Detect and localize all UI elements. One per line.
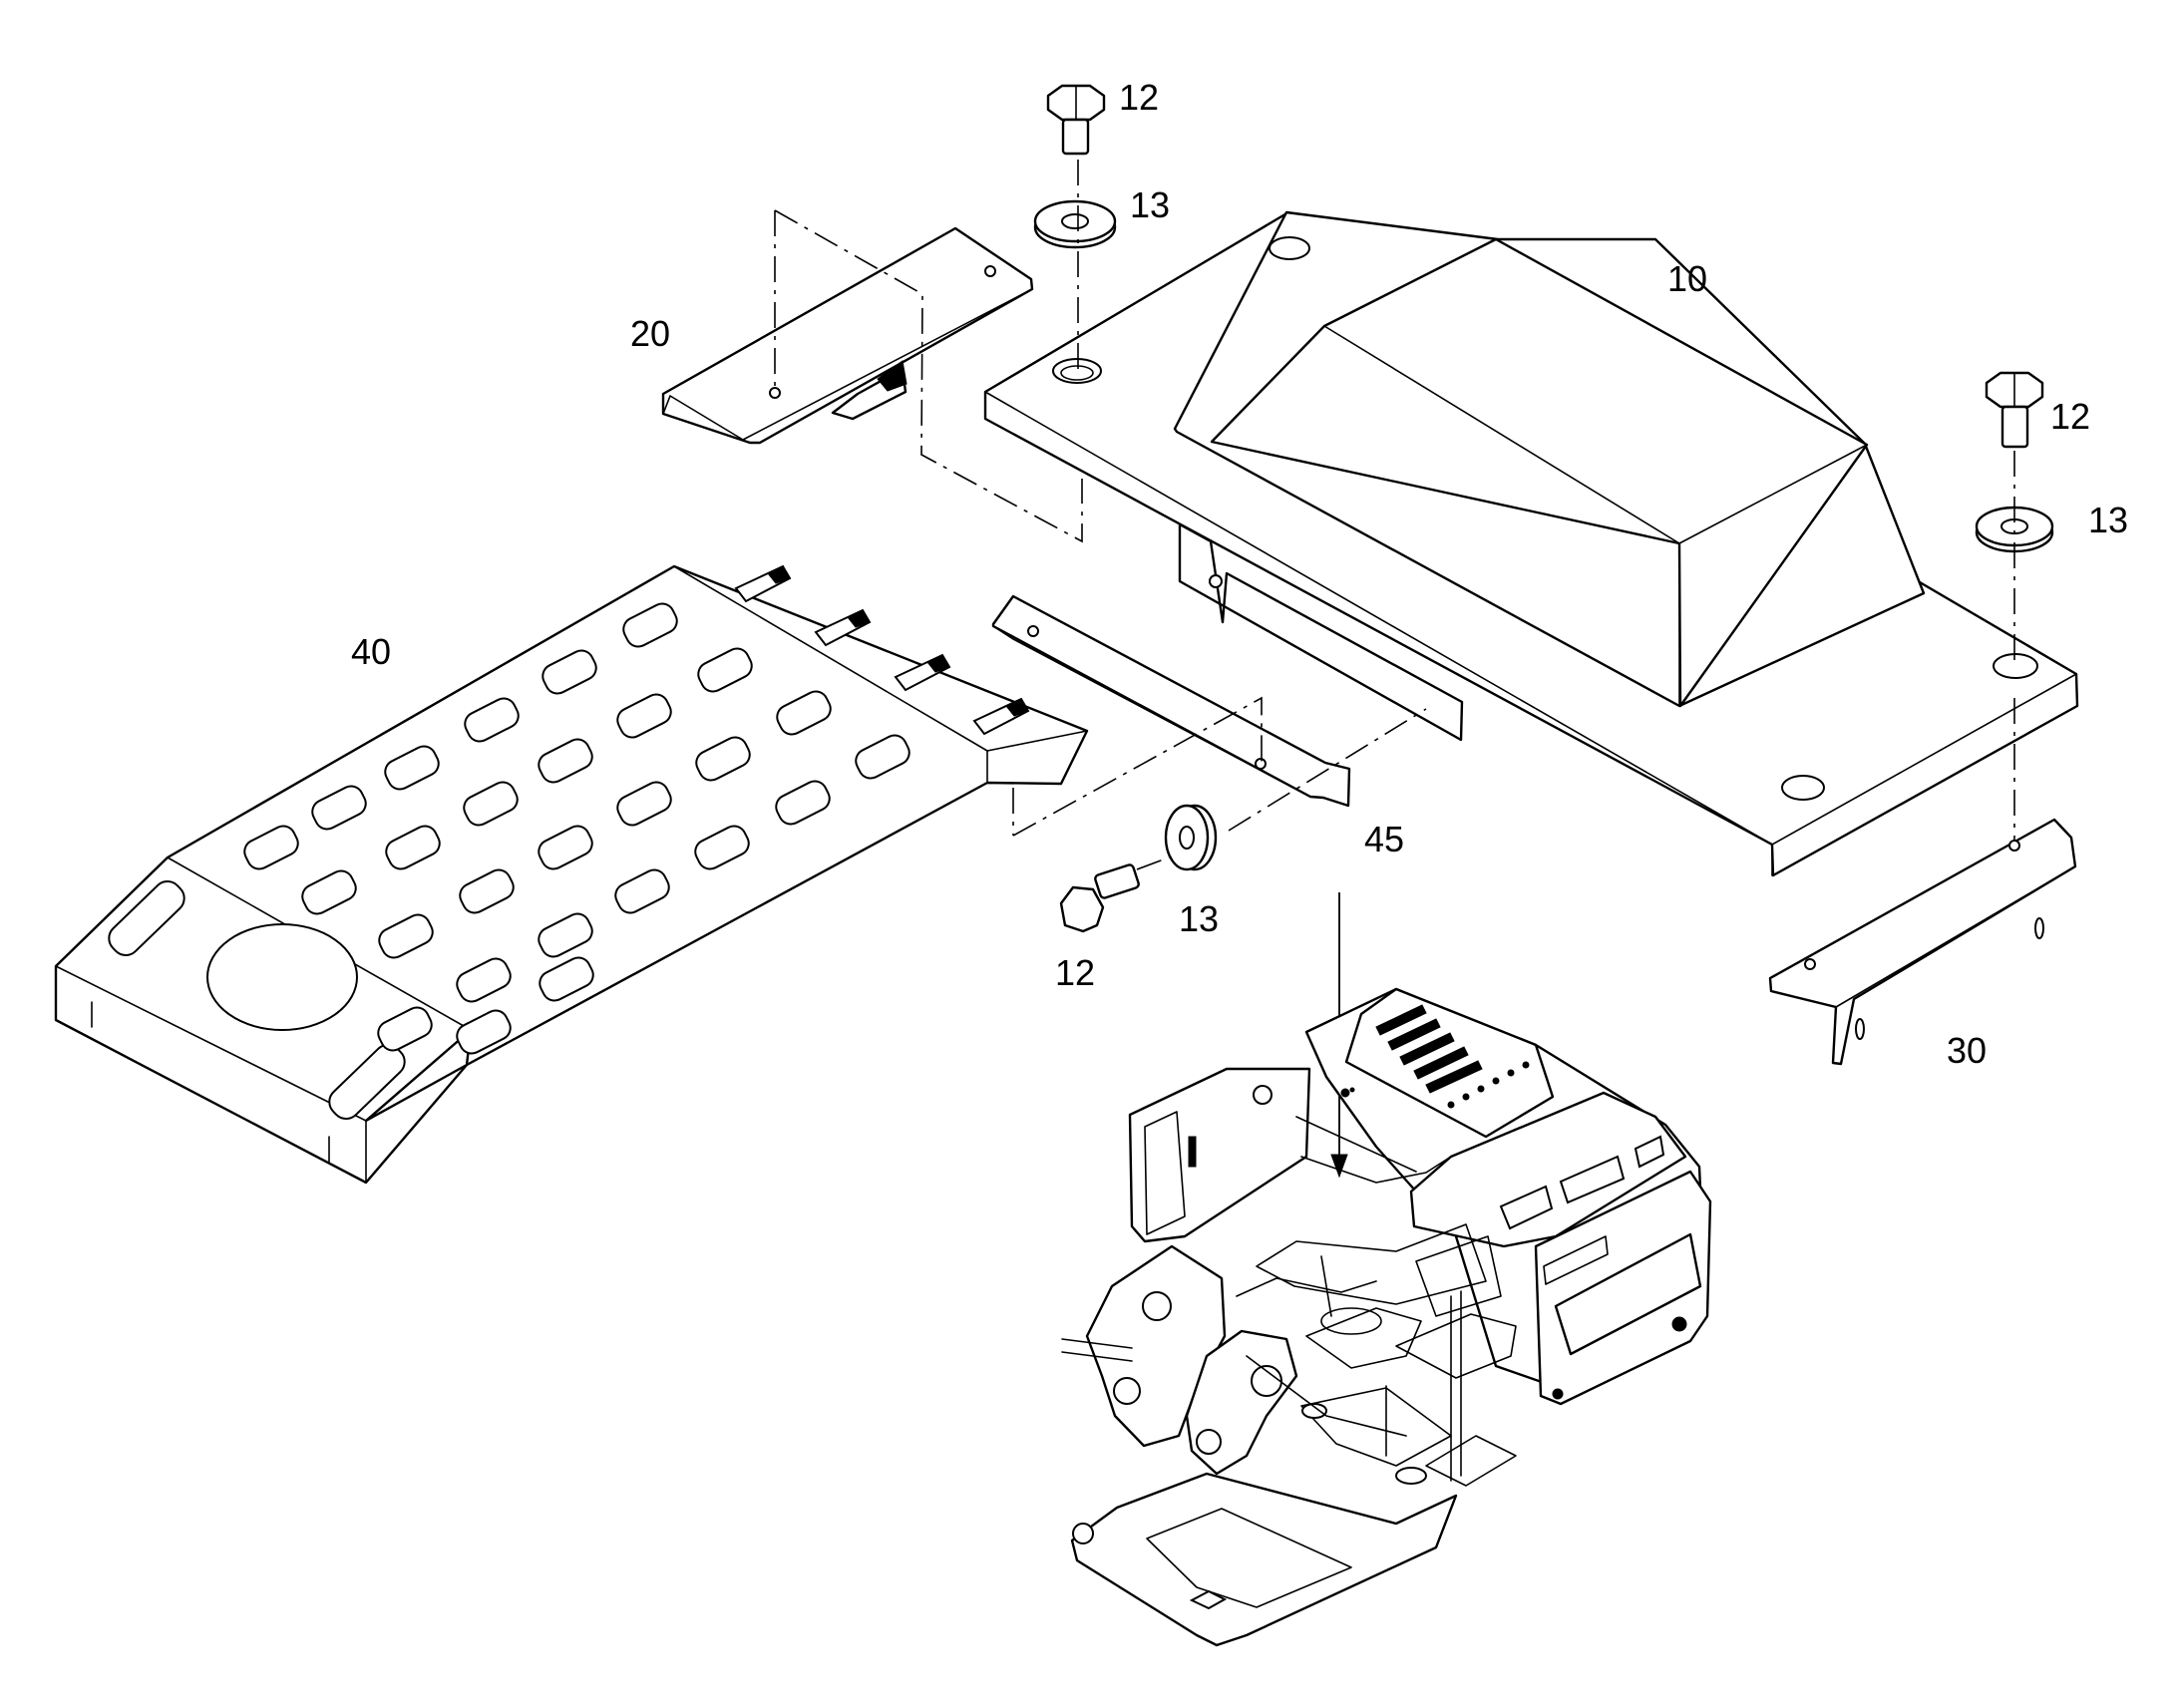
callout-40: 40 (351, 631, 391, 672)
slot-hole-front-right (1781, 775, 1825, 801)
floor-frame (1070, 1472, 1458, 1647)
callout-12-top: 12 (1119, 77, 1159, 118)
part-45-bracket: 45 (991, 594, 1404, 859)
slot-hole-front-left (1052, 358, 1102, 384)
callout-13-top: 13 (1130, 184, 1170, 225)
callout-30: 30 (1947, 1030, 1987, 1071)
callout-13-lower: 13 (1179, 898, 1219, 939)
step-vents (734, 564, 1030, 736)
callout-12-right: 12 (2050, 396, 2090, 437)
part-10-cover: 10 (983, 210, 2079, 877)
grid-slots (243, 602, 910, 1055)
slot-hole-back-left (1269, 236, 1310, 260)
part-30-bracket: 30 (1768, 818, 2077, 1071)
bolt-12-lower: 12 (1055, 863, 1140, 993)
callout-45: 45 (1364, 819, 1404, 859)
callout-13-right: 13 (2088, 500, 2128, 540)
washer-13-lower: 13 (1164, 804, 1219, 939)
round-opening (206, 923, 358, 1031)
callout-10: 10 (1667, 258, 1707, 299)
callout-12-lower: 12 (1055, 952, 1095, 993)
washer-13-right: 13 (1975, 500, 2128, 553)
washer-13-top: 13 (1033, 184, 1170, 249)
end-slots (108, 880, 406, 1120)
slot-hole-right (1993, 653, 2038, 679)
bolt-12-right: 12 (1985, 371, 2090, 449)
bolt-12-top: 12 (1046, 77, 1159, 156)
callout-20: 20 (630, 313, 670, 354)
left-wall (1128, 1067, 1311, 1243)
part-40-floor-plate: 40 (54, 564, 1089, 1185)
hood-vents (1375, 1004, 1530, 1109)
machine-upper-structure (1061, 987, 1712, 1647)
part-20-bracket: 20 (630, 226, 1034, 445)
assembly-centerlines (774, 160, 2015, 870)
